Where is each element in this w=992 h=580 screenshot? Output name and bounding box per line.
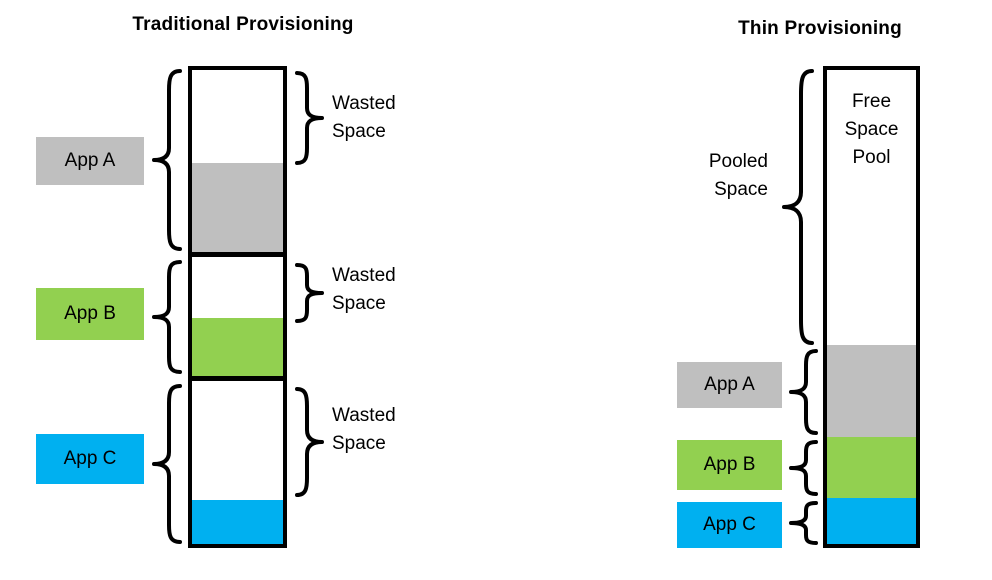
wasted-space-label-a-line2: Space — [332, 121, 386, 142]
traditional-storage-column — [188, 66, 287, 548]
free-space-pool-line2: Space — [844, 119, 899, 140]
brace-pool-app-a — [788, 348, 820, 436]
brace-wasted-space-b — [294, 262, 326, 324]
brace-volume-b-left — [150, 259, 184, 375]
free-space-pool-text: Free Space Pool — [827, 88, 916, 172]
volume-b-used-fill — [192, 318, 283, 376]
pooled-space-label-line1: Pooled — [708, 151, 768, 172]
left-panel-title: Traditional Provisioning — [132, 14, 354, 35]
legend-chip-app-b-left: App B — [36, 288, 144, 340]
wasted-space-label-c-line1: Wasted — [332, 405, 396, 426]
wasted-space-label-a: Wasted Space — [332, 90, 452, 146]
legend-chip-app-c-right-label: App C — [703, 514, 756, 535]
legend-chip-app-a-right-label: App A — [704, 374, 755, 395]
brace-pool-app-c — [788, 500, 820, 546]
brace-volume-c-left — [150, 383, 184, 545]
legend-chip-app-b-right-label: App B — [703, 454, 756, 475]
wasted-space-label-a-line1: Wasted — [332, 93, 396, 114]
brace-wasted-space-a — [294, 70, 326, 166]
legend-chip-app-b-left-label: App B — [64, 303, 116, 324]
wasted-space-label-b-line2: Space — [332, 293, 386, 314]
brace-wasted-space-c — [294, 386, 326, 498]
pool-fill-app-a — [827, 345, 916, 437]
volume-divider-a-b — [188, 252, 287, 257]
wasted-space-label-c: Wasted Space — [332, 402, 452, 458]
free-space-pool-line3: Pool — [852, 147, 891, 168]
brace-pool-app-b — [788, 439, 820, 497]
pooled-space-label: Pooled Space — [640, 148, 768, 204]
pool-fill-app-c — [827, 498, 916, 544]
legend-chip-app-c-left-label: App C — [63, 448, 117, 469]
free-space-pool-line1: Free — [851, 91, 892, 112]
right-panel-title: Thin Provisioning — [738, 18, 902, 39]
wasted-space-label-b-line1: Wasted — [332, 265, 396, 286]
brace-volume-a-left — [150, 68, 184, 252]
wasted-space-label-c-line2: Space — [332, 433, 386, 454]
wasted-space-label-b: Wasted Space — [332, 262, 452, 318]
volume-a-used-fill — [192, 163, 283, 252]
brace-pooled-space — [780, 68, 816, 350]
legend-chip-app-a-left: App A — [36, 137, 144, 185]
pool-fill-app-b — [827, 437, 916, 498]
volume-c-used-fill — [192, 500, 283, 544]
legend-chip-app-a-right: App A — [677, 362, 782, 408]
volume-divider-b-c — [188, 376, 287, 381]
legend-chip-app-c-left: App C — [36, 434, 144, 484]
pooled-space-label-line2: Space — [714, 179, 768, 200]
legend-chip-app-a-left-label: App A — [64, 150, 116, 171]
legend-chip-app-c-right: App C — [677, 502, 782, 548]
legend-chip-app-b-right: App B — [677, 440, 782, 490]
